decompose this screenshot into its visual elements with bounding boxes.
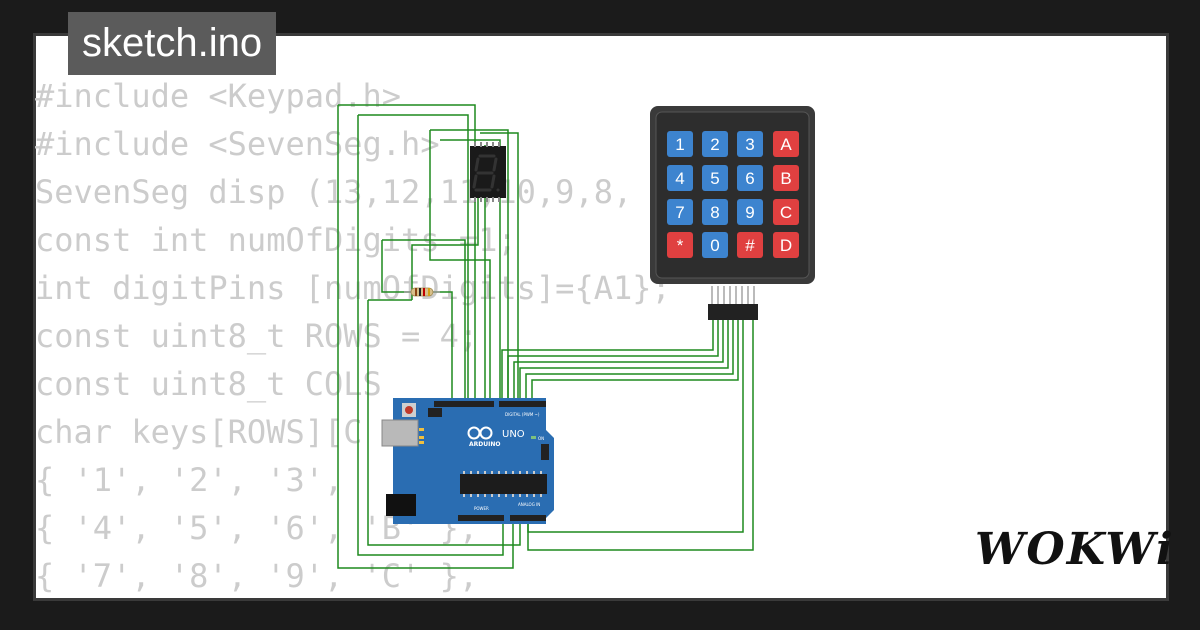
wire — [432, 291, 453, 400]
wire — [519, 318, 729, 400]
keypad-key-label: # — [745, 236, 755, 255]
code-line: #include <SevenSeg.h> — [35, 125, 440, 163]
keypad-key-label: 9 — [745, 203, 754, 222]
keypad-key-label: 0 — [710, 236, 719, 255]
on-label: ON — [538, 436, 544, 441]
keypad-key-label: C — [780, 203, 792, 222]
wires — [337, 104, 754, 569]
canvas-card — [33, 33, 1169, 601]
keypad-key-8[interactable]: 8 — [702, 199, 728, 225]
keypad-key-label: D — [780, 236, 792, 255]
keypad-key-label: * — [677, 236, 684, 255]
keypad-key-label: 6 — [745, 169, 754, 188]
wire — [440, 139, 501, 400]
keypad-key-2[interactable]: 2 — [702, 131, 728, 157]
keypad-key-6[interactable]: 6 — [737, 165, 763, 191]
keypad-key-9[interactable]: 9 — [737, 199, 763, 225]
code-line: { '4', '5', '6', 'B' }, — [35, 509, 479, 547]
wire — [531, 318, 739, 400]
wire — [338, 104, 476, 400]
code-line: const int numOfDigits =1; — [35, 221, 517, 259]
arduino-model-label: UNO — [502, 429, 525, 440]
keypad-key-label: 3 — [745, 135, 754, 154]
arduino-uno-board: ARDUINO UNO DIGITAL (PWM ~) POWER ANALOG… — [381, 398, 554, 524]
keypad-key-label: B — [780, 169, 791, 188]
power-header-label: POWER — [474, 506, 489, 511]
code-line: { '7', '8', '9', 'C' }, — [35, 557, 479, 595]
seven-segment-display — [470, 142, 506, 202]
keypad-key-label: 7 — [675, 203, 684, 222]
keypad-key-A[interactable]: A — [773, 131, 799, 157]
arduino-brand-label: ARDUINO — [469, 441, 500, 448]
keypad[interactable]: 1 2 3 A 4 5 6 B 7 8 9 C * 0 # D — [650, 106, 815, 320]
keypad-key-label: 4 — [675, 169, 684, 188]
keypad-key-5[interactable]: 5 — [702, 165, 728, 191]
keypad-key-label: 1 — [675, 135, 684, 154]
digital-header-label: DIGITAL (PWM ~) — [505, 412, 540, 417]
code-line: #include <Keypad.h> — [35, 77, 402, 115]
keypad-key-3[interactable]: 3 — [737, 131, 763, 157]
keypad-key-0[interactable]: 0 — [702, 232, 728, 258]
analog-header-label: ANALOG IN — [518, 502, 540, 507]
keypad-key-4[interactable]: 4 — [667, 165, 693, 191]
keypad-key-D[interactable]: D — [773, 232, 799, 258]
code-line: char keys[ROWS][C — [35, 413, 363, 451]
keypad-key-1[interactable]: 1 — [667, 131, 693, 157]
keypad-key-C[interactable]: C — [773, 199, 799, 225]
code-line: const uint8_t ROWS = 4; — [35, 317, 479, 355]
wire — [513, 318, 724, 400]
wire — [358, 114, 469, 400]
keypad-key-label: A — [780, 135, 792, 154]
keypad-key-7[interactable]: 7 — [667, 199, 693, 225]
arduino-logo-icon — [467, 426, 493, 440]
wire — [480, 132, 519, 400]
wire — [367, 300, 521, 546]
code-line: const uint8_t COLS — [35, 365, 382, 403]
keypad-key-star[interactable]: * — [667, 232, 693, 258]
code-line: int digitPins [numOfDigits]={A1}; — [35, 269, 671, 307]
wire — [525, 318, 734, 400]
wire — [430, 129, 509, 400]
code-line: { '1', '2', '3', — [35, 461, 363, 499]
keypad-key-B[interactable]: B — [773, 165, 799, 191]
keypad-key-label: 8 — [710, 203, 719, 222]
keypad-key-label: 2 — [710, 135, 719, 154]
wire — [507, 318, 719, 400]
wire — [429, 130, 491, 400]
wire — [527, 318, 754, 551]
file-title-tab[interactable]: sketch.ino — [68, 12, 277, 75]
wire — [357, 115, 504, 556]
keypad-key-label: 5 — [710, 169, 719, 188]
wire — [382, 239, 466, 400]
code-background: #include <Keypad.h> #include <SevenSeg.h>… — [35, 72, 671, 600]
wire — [501, 318, 714, 400]
wire — [381, 240, 412, 293]
resistor — [404, 287, 440, 297]
keypad-key-hash[interactable]: # — [737, 232, 763, 258]
wire — [337, 105, 514, 569]
wokwi-logo: WOKWi — [975, 524, 1175, 575]
